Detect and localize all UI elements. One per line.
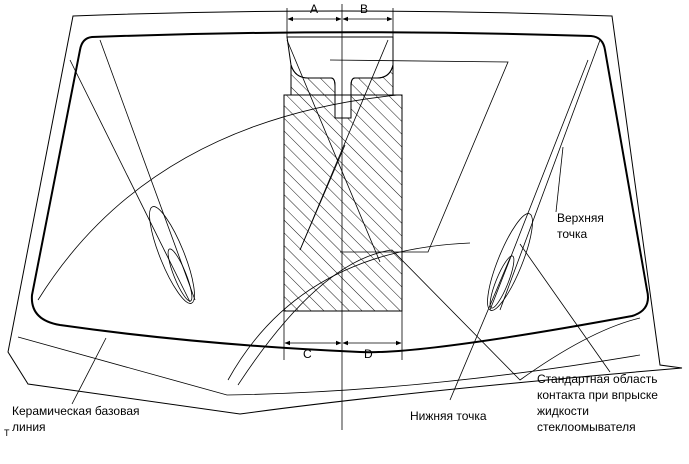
ceramic-line-label: Керамическая базовая линия: [12, 404, 143, 434]
lower-point-label: Нижняя точка: [410, 409, 487, 423]
standard-area-label: Стандартная область контакта при впрыске…: [537, 372, 661, 434]
windshield-inner-outline: [30, 31, 649, 354]
left-nozzle-ellipse-outer: [149, 206, 195, 304]
corner-mark: T: [4, 428, 10, 438]
hatched-area-top-outline: [286, 36, 394, 119]
lower-point-leader: [449, 257, 511, 401]
ceramic-line-leader: [71, 337, 107, 405]
right-wiper-line-1: [499, 39, 601, 311]
hatched-area-lower-outline: [283, 94, 403, 312]
dim-c-label: C: [303, 347, 312, 361]
ceramic-base-line: [17, 336, 641, 396]
standard-area-leader: [519, 243, 611, 373]
upper-point-label: Верхняя точка: [557, 211, 607, 241]
dim-a-label: A: [310, 2, 318, 16]
dim-b-label: B: [360, 2, 368, 16]
hatched-contact-area: [283, 36, 403, 312]
left-wiper-line-2: [99, 39, 196, 301]
upper-point-leader: [555, 146, 564, 213]
left-wiper-line-1: [69, 59, 191, 303]
left-nozzle-ellipse-inner: [167, 248, 193, 302]
dim-d-label: D: [364, 347, 373, 361]
right-nozzle-ellipse-inner: [489, 255, 515, 309]
right-nozzle-ellipse-outer: [487, 213, 533, 311]
windshield-outer-outline: [7, 10, 683, 415]
right-wiper-line-2: [489, 59, 589, 311]
